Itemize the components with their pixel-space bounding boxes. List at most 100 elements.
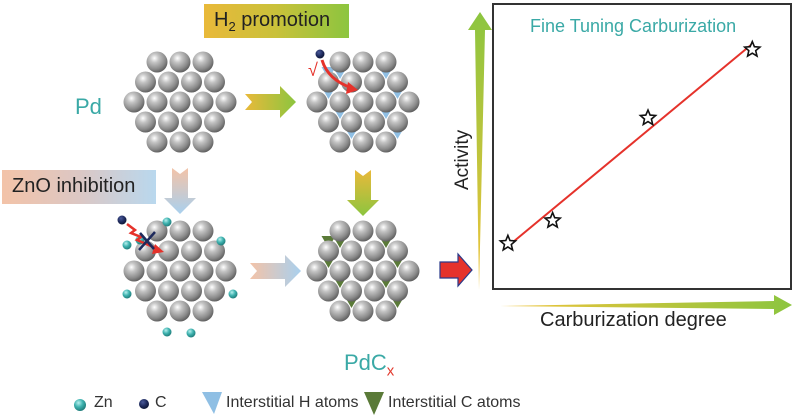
h2-promotion-label: H2 promotion (214, 9, 331, 34)
pd-atom (352, 260, 374, 282)
zn-atom-icon (74, 399, 86, 411)
data-point-star-3 (638, 107, 658, 127)
zn-atom (162, 327, 172, 337)
legend-zn-label: Zn (94, 394, 113, 411)
pd-atom (318, 111, 339, 133)
pd-atom (123, 260, 145, 282)
legend-interstitial-c-label: Interstitial C atoms (388, 394, 521, 411)
diffusion-arrowhead-blocked (152, 244, 164, 254)
c-atom-icon (315, 49, 325, 59)
h2-promotion-tag: H2 promotion (204, 4, 349, 38)
pdcx-cluster (306, 220, 420, 322)
pd-atom (329, 131, 351, 153)
pd-atom (169, 220, 191, 242)
pd-atom (375, 300, 397, 322)
pd-atom (329, 300, 351, 322)
pd-zno-cluster (123, 220, 237, 322)
data-point-star-1 (498, 233, 518, 252)
pd-atom (398, 91, 420, 113)
pd-atom (387, 111, 408, 133)
cross-icon (138, 231, 156, 251)
pd-atom (135, 71, 156, 93)
pd-atom (204, 71, 225, 93)
pd-atom (352, 131, 374, 153)
pd-atom (146, 260, 168, 282)
pd-atom (364, 111, 385, 133)
diffusion-arrow-blocked (126, 223, 161, 252)
y-axis-label: Activity (452, 129, 473, 190)
check-mark-icon: √ (308, 60, 318, 80)
pd-atom (387, 71, 408, 93)
x-axis-arrow (500, 295, 792, 315)
pd-atom (215, 91, 237, 113)
pd-atom (352, 51, 374, 73)
c-atom-icon (117, 215, 127, 225)
zno-inhibition-tag: ZnO inhibition (2, 170, 156, 204)
zn-atom (216, 236, 226, 246)
x-axis-label: Carburization degree (540, 309, 727, 331)
pd-atom (181, 71, 202, 93)
fit-line (507, 43, 753, 248)
pd-atom (146, 51, 168, 73)
pd-atom (352, 220, 374, 242)
chart-title: Fine Tuning Carburization (530, 16, 737, 36)
data-point-star-4 (742, 39, 762, 58)
y-axis-arrow (468, 12, 492, 290)
pd-atom (318, 280, 339, 302)
pd-atom (169, 131, 191, 153)
zn-atom (122, 289, 132, 299)
pd-atom (387, 280, 408, 302)
zn-atom (162, 217, 172, 227)
pd-atom (146, 300, 168, 322)
pd-atom (352, 300, 374, 322)
pd-label: Pd (75, 94, 102, 119)
pd-atom (192, 300, 214, 322)
chart-panel (468, 3, 792, 315)
pd-atom (204, 240, 225, 262)
pd-atom (375, 91, 397, 113)
pd-atom (352, 91, 374, 113)
zn-atom (228, 289, 238, 299)
pd-atom (123, 91, 145, 113)
pd-atom (204, 111, 225, 133)
legend-interstitial-h-label: Interstitial H atoms (226, 394, 359, 411)
pd-atom (192, 260, 214, 282)
pd-atom (329, 51, 351, 73)
pd-atom (169, 260, 191, 282)
pd-atom (364, 280, 385, 302)
pd-atom (387, 240, 408, 262)
zn-atoms (122, 217, 238, 338)
pd-atom (318, 240, 339, 262)
pd-atom (169, 51, 191, 73)
pd-atom (181, 280, 202, 302)
c-atom-icon (139, 399, 149, 409)
pd-atom (306, 91, 328, 113)
pd-atom (329, 91, 351, 113)
pd-atom (181, 240, 202, 262)
pd-atom (169, 91, 191, 113)
pd-atom (158, 240, 179, 262)
plot-area (498, 39, 762, 252)
data-point-star-2 (543, 210, 563, 229)
pd-atom (375, 260, 397, 282)
pd-h-cluster (306, 51, 420, 153)
pd-atom (375, 131, 397, 153)
arrow-right-h2 (245, 86, 296, 118)
pd-atom (192, 131, 214, 153)
pd-atom (135, 111, 156, 133)
pd-cluster (123, 51, 237, 153)
pd-atom (341, 111, 362, 133)
pd-atom (192, 91, 214, 113)
pdcx-label: PdCx (344, 350, 395, 380)
arrow-down-zno (164, 168, 196, 214)
pd-atom (169, 300, 191, 322)
pd-atom (204, 280, 225, 302)
zn-atom (186, 328, 196, 338)
pd-atom (158, 71, 179, 93)
pd-atom (306, 260, 328, 282)
pd-atom (158, 111, 179, 133)
arrow-right-zno (250, 255, 301, 287)
pd-atom (135, 280, 156, 302)
arrow-right-red (439, 252, 473, 288)
